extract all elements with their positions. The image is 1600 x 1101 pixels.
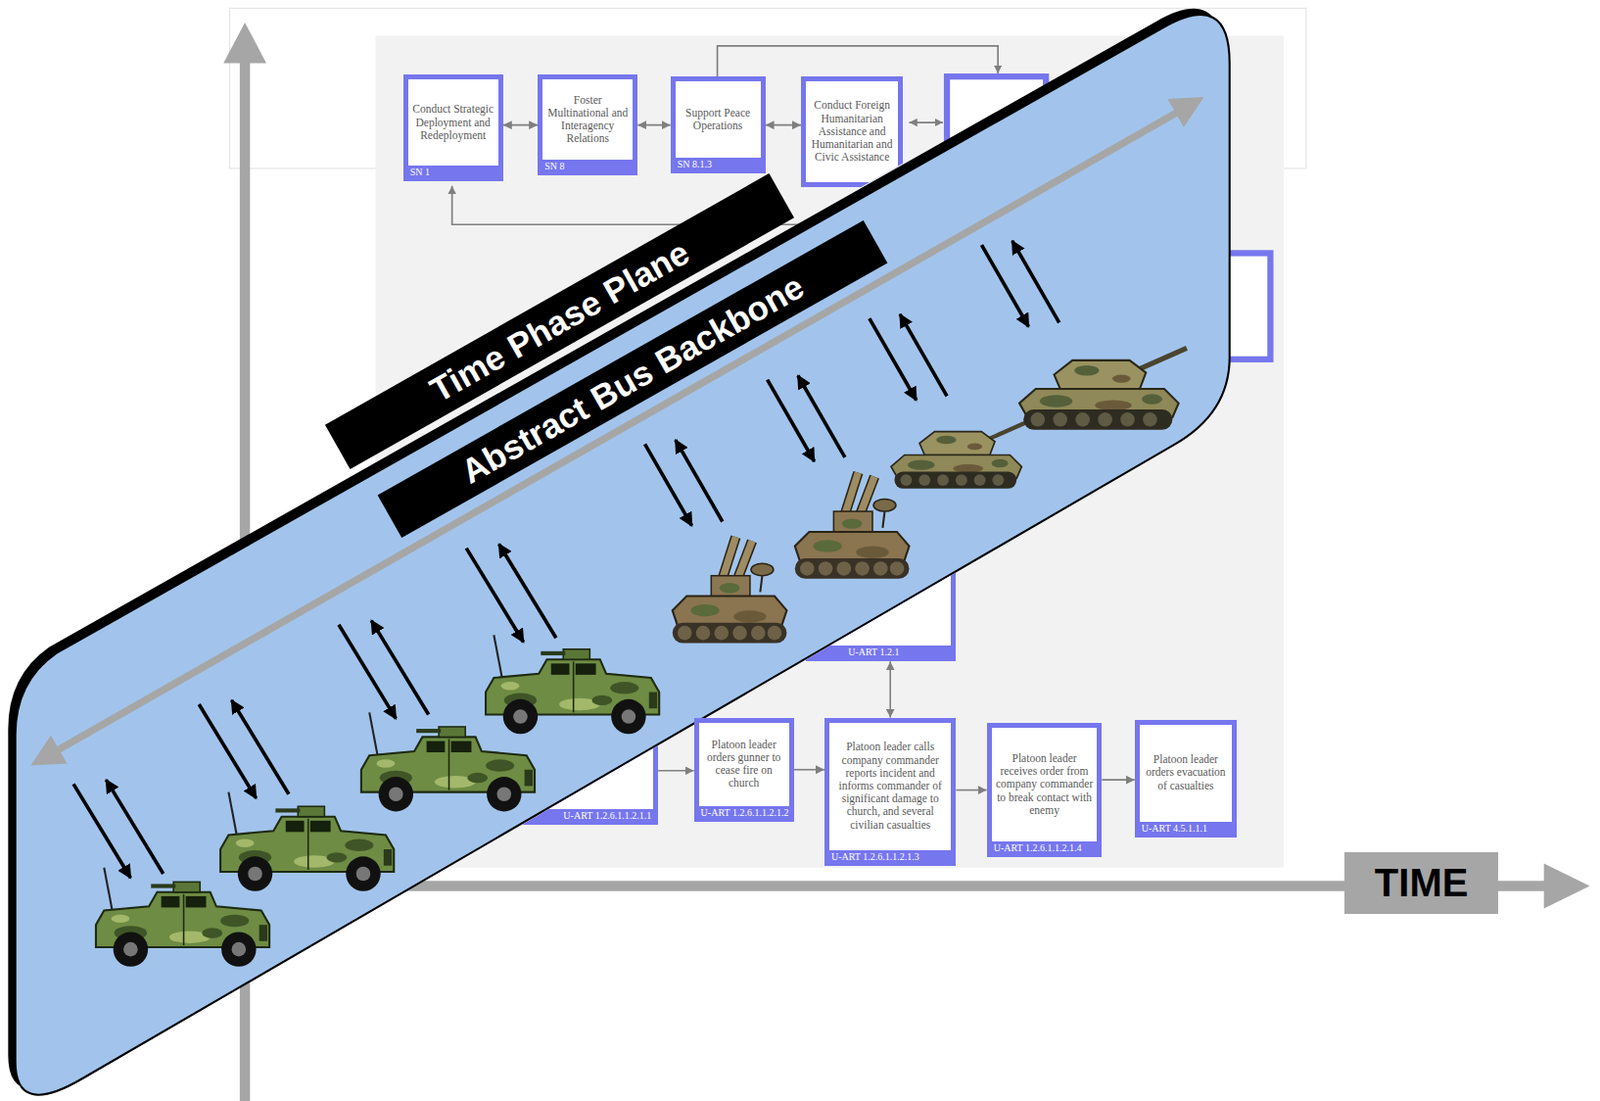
box-face: Platoon leader orders evacuation of casu… xyxy=(1139,724,1232,822)
task-box: Conduct Foreign Humanitarian Assistance … xyxy=(800,76,903,188)
task-box: Platoon leader receives order from compa… xyxy=(987,722,1103,858)
box-face: Conduct Foreign Humanitarian Assistance … xyxy=(805,81,898,183)
box-face xyxy=(505,724,655,809)
link-line xyxy=(909,121,943,124)
flow-arrow xyxy=(658,769,694,772)
flow-arrow xyxy=(889,660,892,717)
air-defense-icon xyxy=(672,536,788,643)
time-phase-plane xyxy=(15,14,1230,1095)
task-text: Foster Multinational and Interagency Rel… xyxy=(545,94,630,146)
axis-label: TIME xyxy=(1344,851,1498,914)
task-code: U-ART 1.2.6.1.1.2.1.1 xyxy=(505,808,655,825)
flow-arrow xyxy=(765,124,801,127)
flow-arrow xyxy=(955,789,987,792)
task-text: Platoon leader orders evacuation of casu… xyxy=(1142,752,1229,793)
task-text: Support Peace Operations xyxy=(678,106,758,133)
exchange-arrow xyxy=(232,700,289,795)
task-box: Platoon leader orders evacuation of casu… xyxy=(1134,719,1237,838)
task-code: SN 8.1.3 xyxy=(675,157,761,174)
box-face xyxy=(810,494,951,646)
box-face: Support Peace Operations xyxy=(675,81,761,158)
task-text: Platoon leader calls company commander r… xyxy=(832,740,948,832)
exchange-arrow xyxy=(499,543,557,638)
task-code: U-ART 1.2.6.1.1.2.1.3 xyxy=(829,849,951,866)
task-code: U-ART 1.2.6.1.1.2.1.4 xyxy=(991,841,1098,857)
task-box: Support Peace Operations SN 8.1.3 xyxy=(670,76,766,174)
task-code: U-ART 1.2.1 xyxy=(810,645,951,661)
bus-backbone-arrow xyxy=(45,104,1190,757)
exchange-arrow xyxy=(899,314,947,396)
exchange-arrow xyxy=(675,439,723,521)
task-box: Conduct Strategic Deployment and Redeplo… xyxy=(403,74,504,182)
box-face: Conduct Strategic Deployment and Redeplo… xyxy=(408,79,499,166)
flow-arrow xyxy=(503,124,538,127)
task-code: SN 8 xyxy=(542,159,633,176)
task-box: Platoon leader calls company commander r… xyxy=(824,717,956,866)
task-code: U-ART 1.2.6.1.1.2.1.2 xyxy=(699,805,790,822)
humvee-icon xyxy=(220,792,394,892)
task-box: Foster Multinational and Interagency Rel… xyxy=(537,74,638,176)
tank-icon xyxy=(1019,347,1187,429)
flow-arrow xyxy=(794,768,825,771)
box-face: Platoon leader receives order from compa… xyxy=(991,727,1098,843)
loop-line xyxy=(717,46,999,77)
axis-label-text: TIME xyxy=(1374,860,1469,905)
task-code: U-ART 4.5.1.1.1 xyxy=(1139,821,1232,838)
exchange-arrow xyxy=(466,548,523,643)
exchange-arrow xyxy=(798,375,846,457)
task-text: Platoon leader receives order from compa… xyxy=(994,752,1095,817)
axis-arrowhead xyxy=(223,22,267,64)
exchange-arrow xyxy=(1012,240,1060,323)
box-face: Foster Multinational and Interagency Rel… xyxy=(542,79,633,160)
box-face: Platoon leader orders gunner to cease fi… xyxy=(699,722,790,806)
flow-arrow xyxy=(637,124,670,127)
air-defense-icon xyxy=(795,471,910,578)
exchange-arrow xyxy=(73,783,131,878)
task-text: Conduct Strategic Deployment and Redeplo… xyxy=(411,102,496,142)
task-text: Conduct Foreign Humanitarian Assistance … xyxy=(808,98,895,164)
box-face: Platoon leader calls company commander r… xyxy=(829,722,951,850)
task-code: SN 1 xyxy=(408,165,499,182)
plane-group xyxy=(7,8,1229,1095)
exchange-arrow xyxy=(105,779,163,874)
flow-arrow xyxy=(1101,778,1134,781)
axis-arrowhead xyxy=(1544,863,1591,909)
exchange-arrow xyxy=(371,620,428,715)
task-box: U-ART 1.2.6.1.1.2.1.1 xyxy=(500,719,659,825)
task-box: Platoon leader orders gunner to cease fi… xyxy=(694,717,795,822)
task-box: U-ART 1.2.1 xyxy=(805,489,956,661)
exchange-arrow xyxy=(198,704,256,799)
humvee-icon xyxy=(485,634,659,734)
task-text: Platoon leader orders gunner to cease fi… xyxy=(702,738,787,791)
exchange-arrow xyxy=(338,624,396,719)
tank-icon xyxy=(891,421,1029,488)
